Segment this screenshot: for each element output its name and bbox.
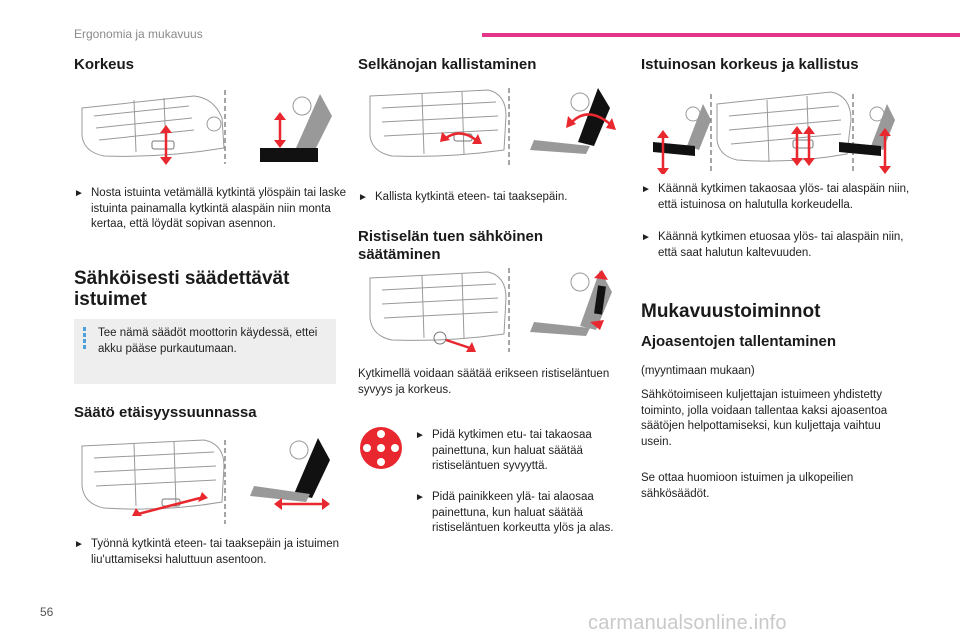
watermark: carmanualsonline.info xyxy=(588,612,787,634)
seat-distance-illustration xyxy=(81,438,330,524)
info-icon xyxy=(83,327,86,353)
memory-title: Ajoasentojen tallentaminen xyxy=(641,333,837,350)
distance-bullet: ►Työnnä kytkintä eteen- tai taaksepäin j… xyxy=(74,538,340,566)
lumbar-bullet-height: ►Pidä painikkeen ylä- tai alaosaa painet… xyxy=(415,491,614,534)
lumbar-switch-icon xyxy=(360,427,402,469)
header-accent-line xyxy=(482,33,960,37)
electric-seats-title: Sähköisesti säädettävät istuimet xyxy=(74,268,290,310)
seat-tilt-illustration xyxy=(653,91,895,174)
lumbar-title: Ristiselän tuen sähköinen säätäminen xyxy=(358,228,544,263)
distance-title: Säätö etäisyyssuunnassa xyxy=(74,404,257,421)
memory-text-mirrors: Se ottaa huomioon istuimen ja ulkopeilie… xyxy=(641,472,854,500)
lumbar-text: Kytkimellä voidaan säätää erikseen risti… xyxy=(358,368,610,396)
memory-text: Sähkötoimiseen kuljettajan istuimeen yhd… xyxy=(641,389,888,448)
section-header: Ergonomia ja mukavuus xyxy=(74,27,203,41)
height-bullet: ►Nosta istuinta vetämällä kytkintä ylösp… xyxy=(74,187,347,230)
info-note: Tee nämä säädöt moottorin käydessä, ette… xyxy=(74,319,336,384)
info-note-text: Tee nämä säädöt moottorin käydessä, ette… xyxy=(98,327,318,355)
recline-title: Selkänojan kallistaminen xyxy=(358,56,537,73)
height-title: Korkeus xyxy=(74,56,135,73)
bullet-marker-icon: ► xyxy=(641,184,651,195)
seat-recline-illustration xyxy=(369,88,616,166)
bullet-marker-icon: ► xyxy=(74,188,84,199)
memory-optional: (myyntimaan mukaan) xyxy=(641,365,755,377)
comfort-title: Mukavuustoiminnot xyxy=(641,301,821,322)
lumbar-support-illustration xyxy=(369,268,612,352)
bullet-marker-icon: ► xyxy=(358,192,368,203)
bullet-marker-icon: ► xyxy=(74,539,84,550)
lumbar-bullet-depth: ►Pidä kytkimen etu- tai takaosaa painett… xyxy=(415,429,592,472)
recline-bullet: ►Kallista kytkintä eteen- tai taaksepäin… xyxy=(358,190,637,206)
seat-height-illustration xyxy=(81,90,332,165)
tilt-bullet-angle: ►Käännä kytkimen etuosaa ylös- tai alasp… xyxy=(641,231,904,259)
page-number: 56 xyxy=(40,605,54,619)
bullet-marker-icon: ► xyxy=(415,492,425,503)
tilt-bullet-height: ►Käännä kytkimen takaosaa ylös- tai alas… xyxy=(641,183,910,211)
tilt-title: Istuinosan korkeus ja kallistus xyxy=(641,56,859,73)
bullet-marker-icon: ► xyxy=(415,430,425,441)
bullet-marker-icon: ► xyxy=(641,232,651,243)
